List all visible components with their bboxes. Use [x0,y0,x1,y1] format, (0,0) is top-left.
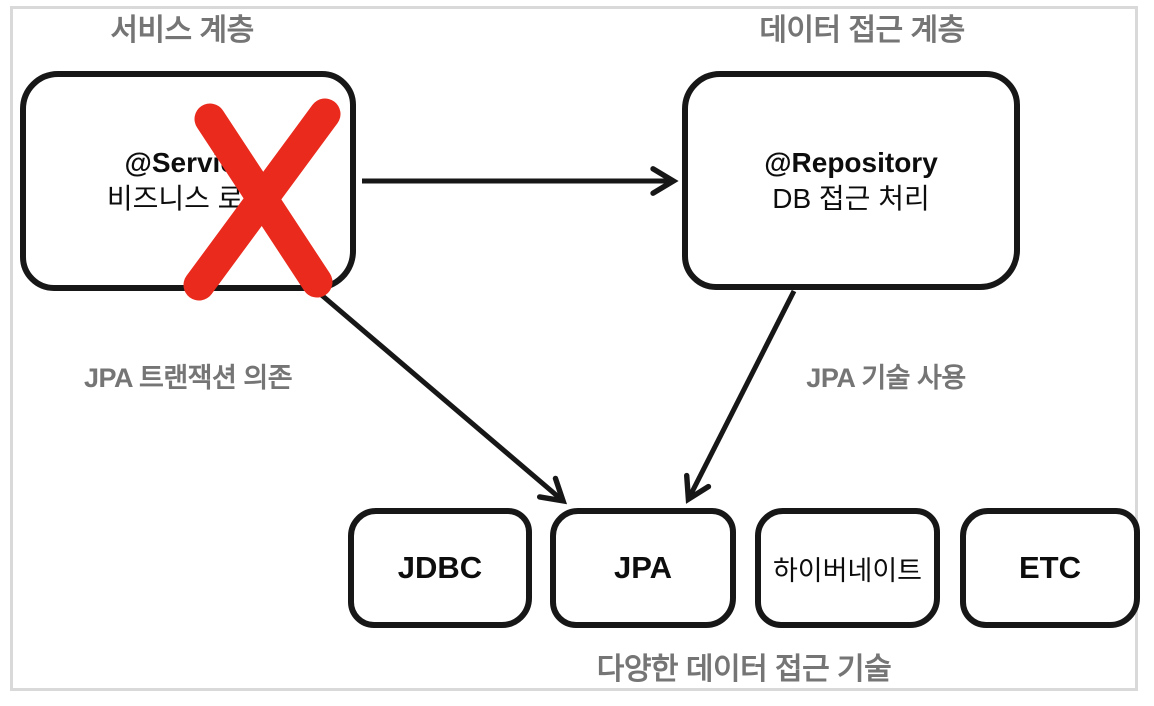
tech-label-jpa: JPA [613,550,672,585]
edge-label-service-to-jpa: JPA 트랜잭션 의존 [83,363,293,393]
tech-node-jpa: JPA [550,508,736,628]
service-description: 비즈니스 로직 [106,183,270,214]
technologies-caption: 다양한 데이터 접근 기술 [596,653,892,686]
tech-label-jdbc: JDBC [397,550,483,585]
tech-label-etc: ETC [1019,550,1081,585]
tech-label-hibernate: 하이버네이트 [772,555,923,586]
repository-description: DB 접근 처리 [772,182,930,214]
tech-node-etc: ETC [960,508,1140,628]
tech-node-jdbc: JDBC [348,508,532,628]
tech-node-hibernate: 하이버네이트 [755,508,940,628]
diagram-frame [10,6,1138,691]
repository-node: @Repository DB 접근 처리 [682,71,1020,290]
service-layer-header: 서비스 계층 [110,14,254,47]
edge-label-repository-to-jpa: JPA 기술 사용 [806,363,966,393]
service-annotation: @Service [124,147,252,178]
repository-annotation: @Repository [764,146,938,178]
data-access-layer-header: 데이터 접근 계층 [759,14,965,47]
service-node: @Service 비즈니스 로직 [20,71,356,291]
